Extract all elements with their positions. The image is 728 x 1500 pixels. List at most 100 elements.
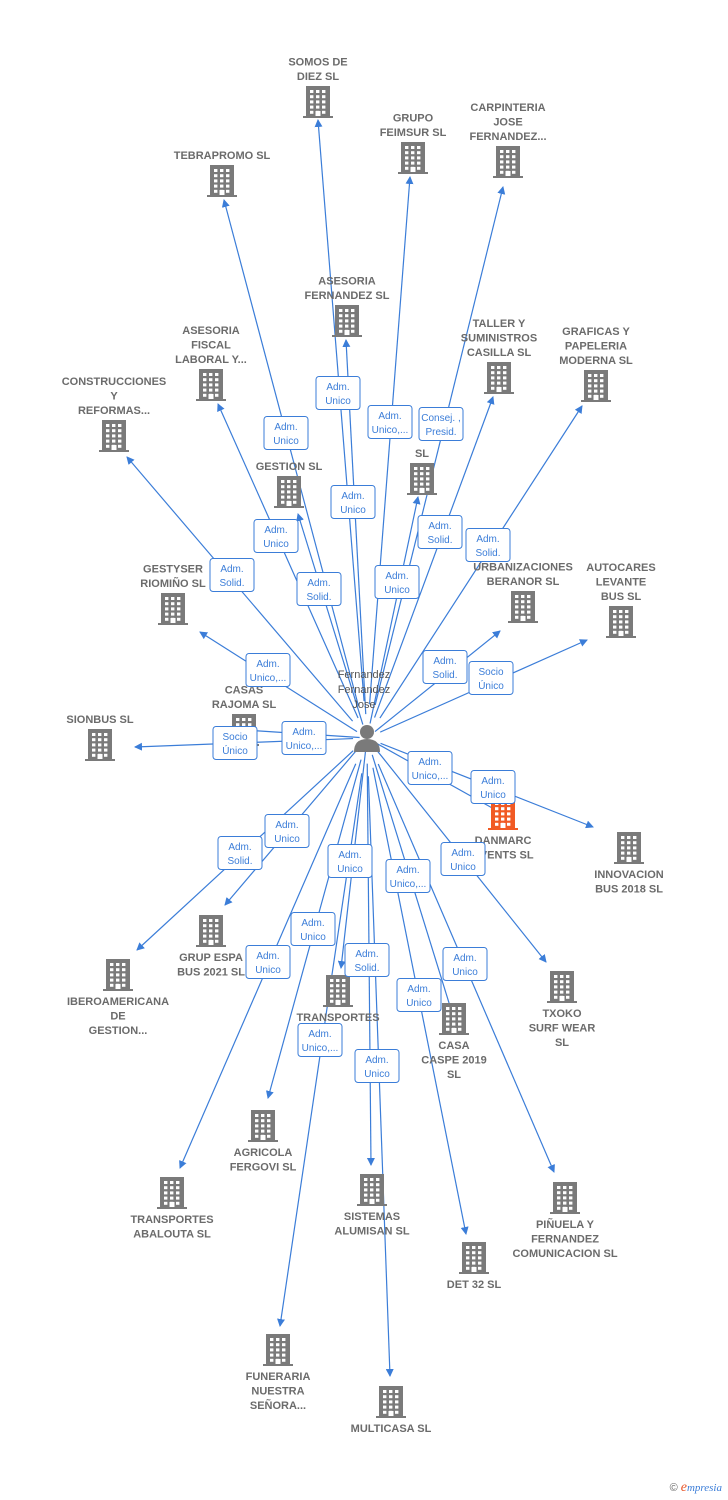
role-badge[interactable]: Adm.Unico xyxy=(354,1049,400,1083)
company-name: INNOVACION xyxy=(594,869,664,881)
company-node-tebrapromo[interactable]: TEBRAPROMO SL xyxy=(174,150,271,197)
company-node-multicasa[interactable]: MULTICASA SL xyxy=(351,1386,432,1435)
role-badge[interactable]: Adm.Unico xyxy=(253,519,299,553)
edge-feimsur xyxy=(368,176,414,705)
brand-logo-e: e xyxy=(680,1480,687,1495)
role-text: Adm. xyxy=(385,571,408,582)
company-name: MULTICASA SL xyxy=(351,1423,432,1435)
role-badge[interactable]: Adm.Unico xyxy=(290,912,336,946)
building-icon xyxy=(581,370,611,402)
brand-name: mpresia xyxy=(686,1482,722,1494)
company-node-construcciones[interactable]: CONSTRUCCIONESYREFORMAS... xyxy=(62,376,167,452)
company-node-gestion[interactable]: GESTION SL xyxy=(256,461,323,508)
role-badge[interactable]: Adm.Unico,... xyxy=(245,653,291,687)
role-text: Único xyxy=(478,679,504,692)
company-name: GESTION... xyxy=(89,1025,148,1037)
role-text: Único xyxy=(222,744,248,757)
role-badge[interactable]: Adm.Unico,... xyxy=(297,1023,343,1057)
role-text: Adm. xyxy=(418,757,441,768)
building-icon xyxy=(323,975,353,1007)
company-name: DANMARC xyxy=(475,835,532,847)
role-text: Unico xyxy=(406,998,432,1009)
role-text: Adm. xyxy=(338,850,361,861)
role-badge[interactable]: Adm.Solid. xyxy=(217,836,263,870)
role-badge[interactable]: Adm.Unico xyxy=(396,978,442,1012)
company-node-funeraria[interactable]: FUNERARIANUESTRASEÑORA... xyxy=(246,1334,311,1412)
building-icon xyxy=(157,1177,187,1209)
role-text: Presid. xyxy=(425,427,456,438)
role-badge[interactable]: Adm.Unico,... xyxy=(407,751,453,785)
role-badge[interactable]: Adm.Unico xyxy=(470,770,516,804)
company-node-det32[interactable]: DET 32 SL xyxy=(447,1242,502,1291)
role-badge[interactable]: Adm. Unico xyxy=(327,844,373,878)
role-badge[interactable]: Adm.Solid. xyxy=(344,943,390,977)
person-name: Jose xyxy=(352,699,375,711)
company-node-iberoamericana[interactable]: IBEROAMERICANADEGESTION... xyxy=(67,959,169,1037)
role-badge[interactable]: Adm.Unico xyxy=(442,947,488,981)
company-node-sionbus[interactable]: SIONBUS SL xyxy=(66,714,134,761)
company-name: RIOMIÑO SL xyxy=(140,577,206,590)
role-text: Adm. xyxy=(476,534,499,545)
role-badge[interactable]: Adm.Unico,... xyxy=(385,859,431,893)
role-text: Unico,... xyxy=(250,673,287,684)
role-badge[interactable]: Adm.Unico xyxy=(315,376,361,410)
company-node-sl_hidden[interactable]: SL xyxy=(407,448,437,495)
role-badge[interactable]: Adm.Unico,... xyxy=(367,405,413,439)
building-icon xyxy=(263,1334,293,1366)
role-text: Adm. xyxy=(275,820,298,831)
role-badge[interactable]: Consej. ,Presid. xyxy=(418,407,464,441)
company-name: GESTION SL xyxy=(256,461,323,473)
role-badge[interactable]: Adm.Solid. xyxy=(465,528,511,562)
company-name: FISCAL xyxy=(191,340,231,352)
role-badge[interactable]: Adm.Unico xyxy=(264,814,310,848)
role-text: Adm. xyxy=(378,411,401,422)
building-icon xyxy=(196,915,226,947)
role-text: Unico,... xyxy=(390,879,427,890)
role-badge[interactable]: Adm.Unico xyxy=(263,416,309,450)
role-badge[interactable]: Adm.Unico xyxy=(374,565,420,599)
company-node-carpinteria[interactable]: CARPINTERIAJOSEFERNANDEZ... xyxy=(470,102,547,178)
role-text: Unico xyxy=(273,436,299,447)
role-badge[interactable]: Adm.Unico xyxy=(245,945,291,979)
role-text: Adm. xyxy=(264,525,287,536)
role-badge[interactable]: Adm.Solid. xyxy=(296,572,342,606)
company-name: BUS 2018 SL xyxy=(595,884,663,896)
role-text: Unico xyxy=(337,864,363,875)
company-node-transportes_mid[interactable]: TRANSPORTESI xyxy=(296,975,380,1039)
company-name: GRUPO xyxy=(393,113,434,125)
company-name: ALUMISAN SL xyxy=(334,1226,409,1238)
company-name: JOSE xyxy=(493,117,522,129)
company-name: TRANSPORTES xyxy=(296,1012,379,1024)
role-badge[interactable]: Adm.Unico xyxy=(440,842,486,876)
role-badge[interactable]: Adm.Solid. xyxy=(417,515,463,549)
building-icon xyxy=(376,1386,406,1418)
role-badge[interactable]: Adm.Unico,... xyxy=(281,721,327,755)
building-icon xyxy=(550,1182,580,1214)
role-badge[interactable]: Adm.Solid. xyxy=(209,558,255,592)
role-badge[interactable]: Adm.Solid. xyxy=(422,650,468,684)
footer-brand[interactable]: ©empresia xyxy=(670,1480,722,1496)
company-node-innovacion[interactable]: INNOVACION BUS 2018 SL xyxy=(594,832,664,896)
role-badge[interactable]: Adm.Unico xyxy=(330,485,376,519)
